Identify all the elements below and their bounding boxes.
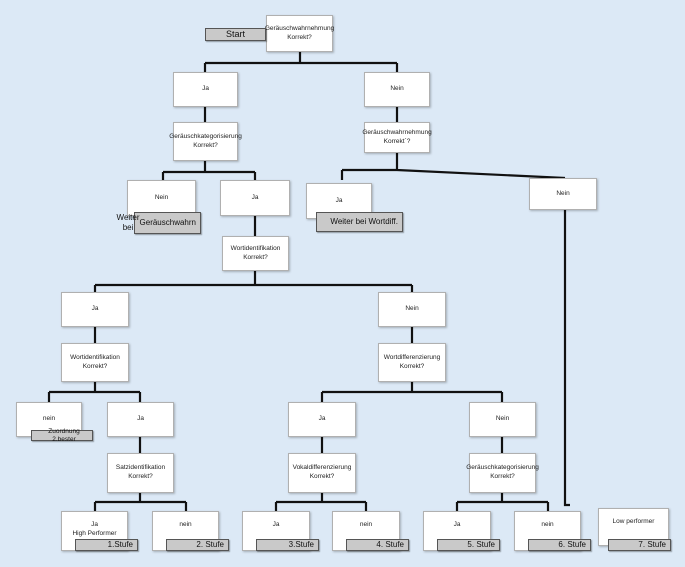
weiter-bei-wortdiff-label: Weiter bei Wortdiff.	[316, 212, 403, 232]
stufe-2-label-line-1: 2. Stufe	[196, 540, 224, 550]
node-geraeuschkategorisierung-1-line-1: Geräuschkategorisierung	[169, 132, 242, 140]
node-nein-2-line-1: Nein	[154, 193, 169, 201]
node-nein-2: Nein	[127, 180, 196, 216]
node-ja-5: Ja	[107, 402, 174, 437]
node-satzidentifikation-line-1: Satzidentifikation	[115, 464, 166, 472]
node-ja-2-line-1: Ja	[335, 196, 343, 204]
node-wortdifferenzierung-line-1: Wortdifferenzierung	[383, 353, 441, 361]
node-wortidentifikation-1-line-1: Wortidentifikation	[230, 244, 281, 252]
node-nein-1: Nein	[364, 72, 430, 107]
node-nein-4: Nein	[378, 292, 446, 327]
connector-root	[203, 52, 399, 72]
node-ja-3-line-1: Ja	[251, 193, 259, 201]
node-ja-1: Ja	[173, 72, 238, 107]
node-ja-6-line-1: Ja	[318, 415, 326, 423]
node-satzidentifikation-line-2: Korrekt?	[128, 473, 153, 480]
connector-wi1	[93, 271, 414, 292]
leaf-high-performer-line-2: High Performer	[72, 529, 117, 537]
node-ja-6: Ja	[288, 402, 356, 437]
node-nein-6-line-1: Nein	[495, 415, 510, 423]
stufe-3-label-line-1: 3.Stufe	[288, 540, 314, 550]
node-wortidentifikation-2-line-2: Korrekt?	[82, 362, 108, 370]
stufe-7-label-line-1: 7. Stufe	[638, 540, 666, 550]
leaf-low-performer-line-1: Low performer	[612, 518, 655, 525]
node-nein-1-line-1: Nein	[390, 85, 404, 93]
node-geraeuschkategorisierung-1-line-2: Korrekt?	[193, 141, 218, 149]
connector-si	[93, 493, 188, 511]
node-root-line-1: Geräuschwahrnehmung	[264, 24, 335, 32]
stufe-7-label: 7. Stufe	[608, 539, 671, 551]
node-wortidentifikation-1-line-2: Korrekt?	[243, 253, 268, 261]
node-geraeuschkategorisierung-2-line-1: Geräuschkategorisierung	[466, 464, 539, 472]
node-nein-3-line-1: Nein	[556, 189, 570, 197]
stufe-3-label: 3.Stufe	[256, 539, 319, 551]
node-ja-3: Ja	[220, 180, 290, 216]
node-wortdifferenzierung-line-2: Korrekt?	[399, 362, 425, 370]
node-nein-5-line-1: nein	[42, 415, 56, 423]
node-geraeuschkategorisierung-2-line-2: Korrekt?	[490, 473, 515, 480]
node-ja-5-line-1: Ja	[137, 415, 144, 423]
stufe-1-label-line-1: 1.Stufe	[107, 540, 133, 550]
stufe-5-label: 5. Stufe	[437, 539, 500, 551]
stufe-5-label-line-1: 5. Stufe	[467, 540, 495, 550]
stufe-1-label: 1.Stufe	[75, 539, 138, 551]
node-nein-3: Nein	[529, 178, 597, 210]
stufe-4-label: 4. Stufe	[346, 539, 409, 551]
node-nein-4-line-1: Nein	[405, 305, 419, 313]
node-nein-6: Nein	[469, 402, 536, 437]
node-ja-1-line-1: Ja	[202, 85, 209, 93]
weiter-bei-wortdiff-label-line-1: Weiter bei Wortdiff.	[330, 217, 398, 227]
stufe-6-label-line-1: 6. Stufe	[558, 540, 586, 550]
connector-gk2	[455, 493, 550, 511]
leaf-high-performer-line-1: Ja	[91, 521, 98, 528]
node-wortidentifikation-2-line-1: Wortidentifikation	[70, 353, 120, 361]
start-label: Start	[205, 28, 266, 41]
connector-wd	[320, 382, 504, 402]
node-geraeuschwahrnehmung-2-line-1: Geräuschwahrnehmung	[362, 128, 432, 136]
connector-gw2	[340, 153, 570, 507]
zuordnung-label: Zuordnung 2.bester	[31, 427, 93, 443]
node-ja-4: Ja	[61, 292, 129, 327]
node-vokaldifferenzierung-line-1: Vokaldifferenzierung	[292, 464, 352, 472]
node-vokaldifferenzierung-line-2: Korrekt?	[309, 473, 335, 480]
zuordnung-label-line-1: Zuordnung 2.bester	[48, 427, 80, 443]
leaf-nein-3-line-1: nein	[359, 521, 373, 528]
stufe-4-label-line-1: 4. Stufe	[376, 540, 404, 550]
node-geraeuschwahrnehmung-2-line-2: Korrekt´?	[383, 137, 411, 145]
connector-gk1	[161, 161, 257, 180]
connector-wi2	[47, 382, 142, 402]
node-ja-4-line-1: Ja	[91, 305, 99, 313]
leaf-ja-2-line-1: Ja	[272, 521, 280, 528]
stufe-6-label: 6. Stufe	[528, 539, 591, 551]
weiter-bei-geraeuschwahrn-label-line-2: Geräuschwahrn	[139, 218, 196, 228]
connector-vd	[274, 493, 368, 511]
leaf-nein-1-line-1: nein	[179, 521, 192, 528]
leaf-ja-4-line-1: Ja	[453, 521, 461, 528]
stufe-2-label: 2. Stufe	[166, 539, 229, 551]
leaf-nein-5-line-1: nein	[541, 521, 554, 528]
node-root-line-2: Korrekt?	[287, 33, 312, 41]
weiter-bei-geraeuschwahrn-label-line-1: Weiter bei	[116, 213, 140, 232]
start-label-line-1: Start	[225, 29, 245, 40]
